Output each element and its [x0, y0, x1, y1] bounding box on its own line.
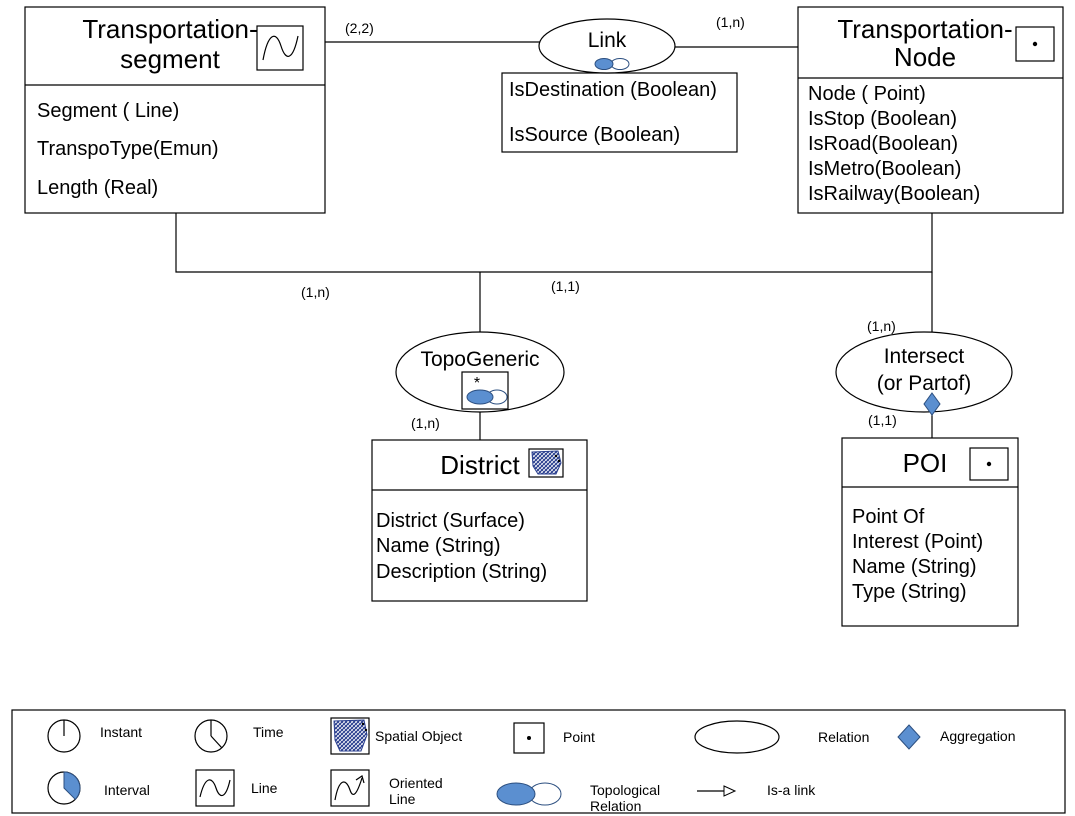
entity-poi[interactable]: POI Point Of Interest (Point) Name (Stri…	[841, 437, 1019, 627]
point-icon	[513, 722, 545, 754]
attribute: Name (String)	[376, 535, 500, 557]
legend-label: Instant	[100, 724, 142, 740]
entity-title: Transportation-	[837, 14, 1012, 44]
attribute: TranspoType(Emun)	[37, 138, 219, 160]
aggregation-icon	[897, 724, 921, 750]
entity-title: District	[440, 450, 520, 480]
icon-mark: *	[474, 375, 480, 392]
relation-icon	[694, 720, 780, 754]
legend-item-isa-link: Is-a link	[697, 782, 816, 798]
attribute: District (Surface)	[376, 510, 525, 532]
relation-link[interactable]: Link IsDestination (Boolean) IsSource (B…	[501, 18, 738, 153]
time-icon	[194, 719, 228, 753]
attribute: IsStop (Boolean)	[808, 108, 957, 130]
entity-title-line2: Node	[894, 42, 956, 72]
attribute: Description (String)	[376, 561, 547, 583]
line-icon	[256, 25, 304, 71]
line-icon	[195, 769, 235, 807]
cardinality-segment-link: (2,2)	[345, 20, 374, 36]
attribute: IsSource (Boolean)	[509, 124, 680, 146]
topological-relation-icon	[594, 58, 630, 70]
attribute: IsMetro(Boolean)	[808, 158, 961, 180]
attribute: IsRoad(Boolean)	[808, 133, 958, 155]
relation-name: Link	[588, 29, 627, 52]
attribute: Point Of	[852, 506, 925, 528]
entity-transportation-segment[interactable]: Transportation- segment Segment ( Line) …	[24, 6, 326, 214]
legend-label: Line	[251, 780, 278, 796]
oriented-line-icon	[330, 769, 370, 807]
legend-item-time: Time	[194, 719, 284, 753]
connector-lines	[175, 41, 933, 440]
attribute: Node ( Point)	[808, 83, 926, 105]
cardinality-node-topo: (1,1)	[551, 278, 580, 294]
isa-link-arrow-icon	[697, 785, 737, 797]
cardinality-node-intersect: (1,n)	[867, 318, 896, 334]
legend-item-spatial-object: Spatial Object	[330, 717, 462, 755]
legend: Instant Time Spatial Object P	[11, 709, 1066, 814]
relation-intersect[interactable]: Intersect (or Partof)	[835, 331, 1013, 416]
cardinality-node-link: (1,n)	[716, 14, 745, 30]
attribute: IsRailway(Boolean)	[808, 183, 980, 205]
legend-item-line: Line	[195, 769, 278, 807]
topological-relation-icon: *	[461, 371, 509, 410]
point-icon	[1015, 26, 1055, 62]
cardinality-segment-topo: (1,n)	[301, 284, 330, 300]
relation-name: Intersect	[884, 345, 965, 368]
link-attribute-box	[501, 72, 738, 153]
legend-item-relation: Relation	[694, 720, 869, 754]
attribute: IsDestination (Boolean)	[509, 79, 717, 101]
segment-node-connector	[175, 213, 933, 273]
attribute: Length (Real)	[37, 177, 158, 199]
attribute: Type (String)	[852, 581, 966, 603]
legend-label: Is-a link	[767, 782, 816, 798]
cardinalities: (2,2) (1,n) (1,n) (1,1) (1,n) (1,n) (1,1…	[301, 14, 897, 431]
entity-district[interactable]: District District (Surface) Name (String…	[371, 439, 588, 602]
legend-item-oriented-line: Oriented Line	[330, 769, 443, 807]
entity-title: Transportation-	[82, 14, 257, 44]
topological-relation-icon	[496, 782, 562, 806]
aggregation-icon	[923, 392, 941, 416]
point-icon	[969, 447, 1009, 481]
legend-label: Spatial Object	[375, 728, 462, 744]
entity-title-line2: segment	[120, 44, 220, 74]
spatial-object-icon	[330, 717, 370, 755]
legend-label: Topological	[590, 782, 660, 798]
attribute: Segment ( Line)	[37, 100, 179, 122]
legend-label: Aggregation	[940, 728, 1016, 744]
instant-icon	[47, 719, 81, 753]
legend-item-topological-relation: Topological Relation	[496, 782, 660, 814]
cardinality-district-topo: (1,n)	[411, 415, 440, 431]
legend-label: Oriented	[389, 775, 443, 791]
legend-item-aggregation: Aggregation	[897, 724, 1016, 750]
attribute: Interest (Point)	[852, 531, 983, 553]
interval-icon	[47, 771, 81, 805]
cardinality-poi-intersect: (1,1)	[868, 412, 897, 428]
legend-label: Point	[563, 729, 595, 745]
legend-label-line2: Line	[389, 791, 416, 807]
legend-label: Relation	[818, 729, 869, 745]
legend-item-interval: Interval	[47, 771, 150, 805]
relation-topogeneric[interactable]: TopoGeneric *	[395, 331, 565, 413]
legend-item-point: Point	[513, 722, 595, 754]
relation-name-line2: (or Partof)	[877, 372, 972, 395]
legend-label: Interval	[104, 782, 150, 798]
legend-label: Time	[253, 724, 284, 740]
relation-name: TopoGeneric	[420, 348, 539, 371]
entity-transportation-node[interactable]: Transportation- Node Node ( Point) IsSto…	[797, 6, 1064, 214]
attribute: Name (String)	[852, 556, 976, 578]
legend-label-line2: Relation	[590, 798, 641, 814]
legend-item-instant: Instant	[47, 719, 142, 753]
entity-title: POI	[903, 448, 948, 478]
spatial-object-icon	[528, 448, 564, 478]
